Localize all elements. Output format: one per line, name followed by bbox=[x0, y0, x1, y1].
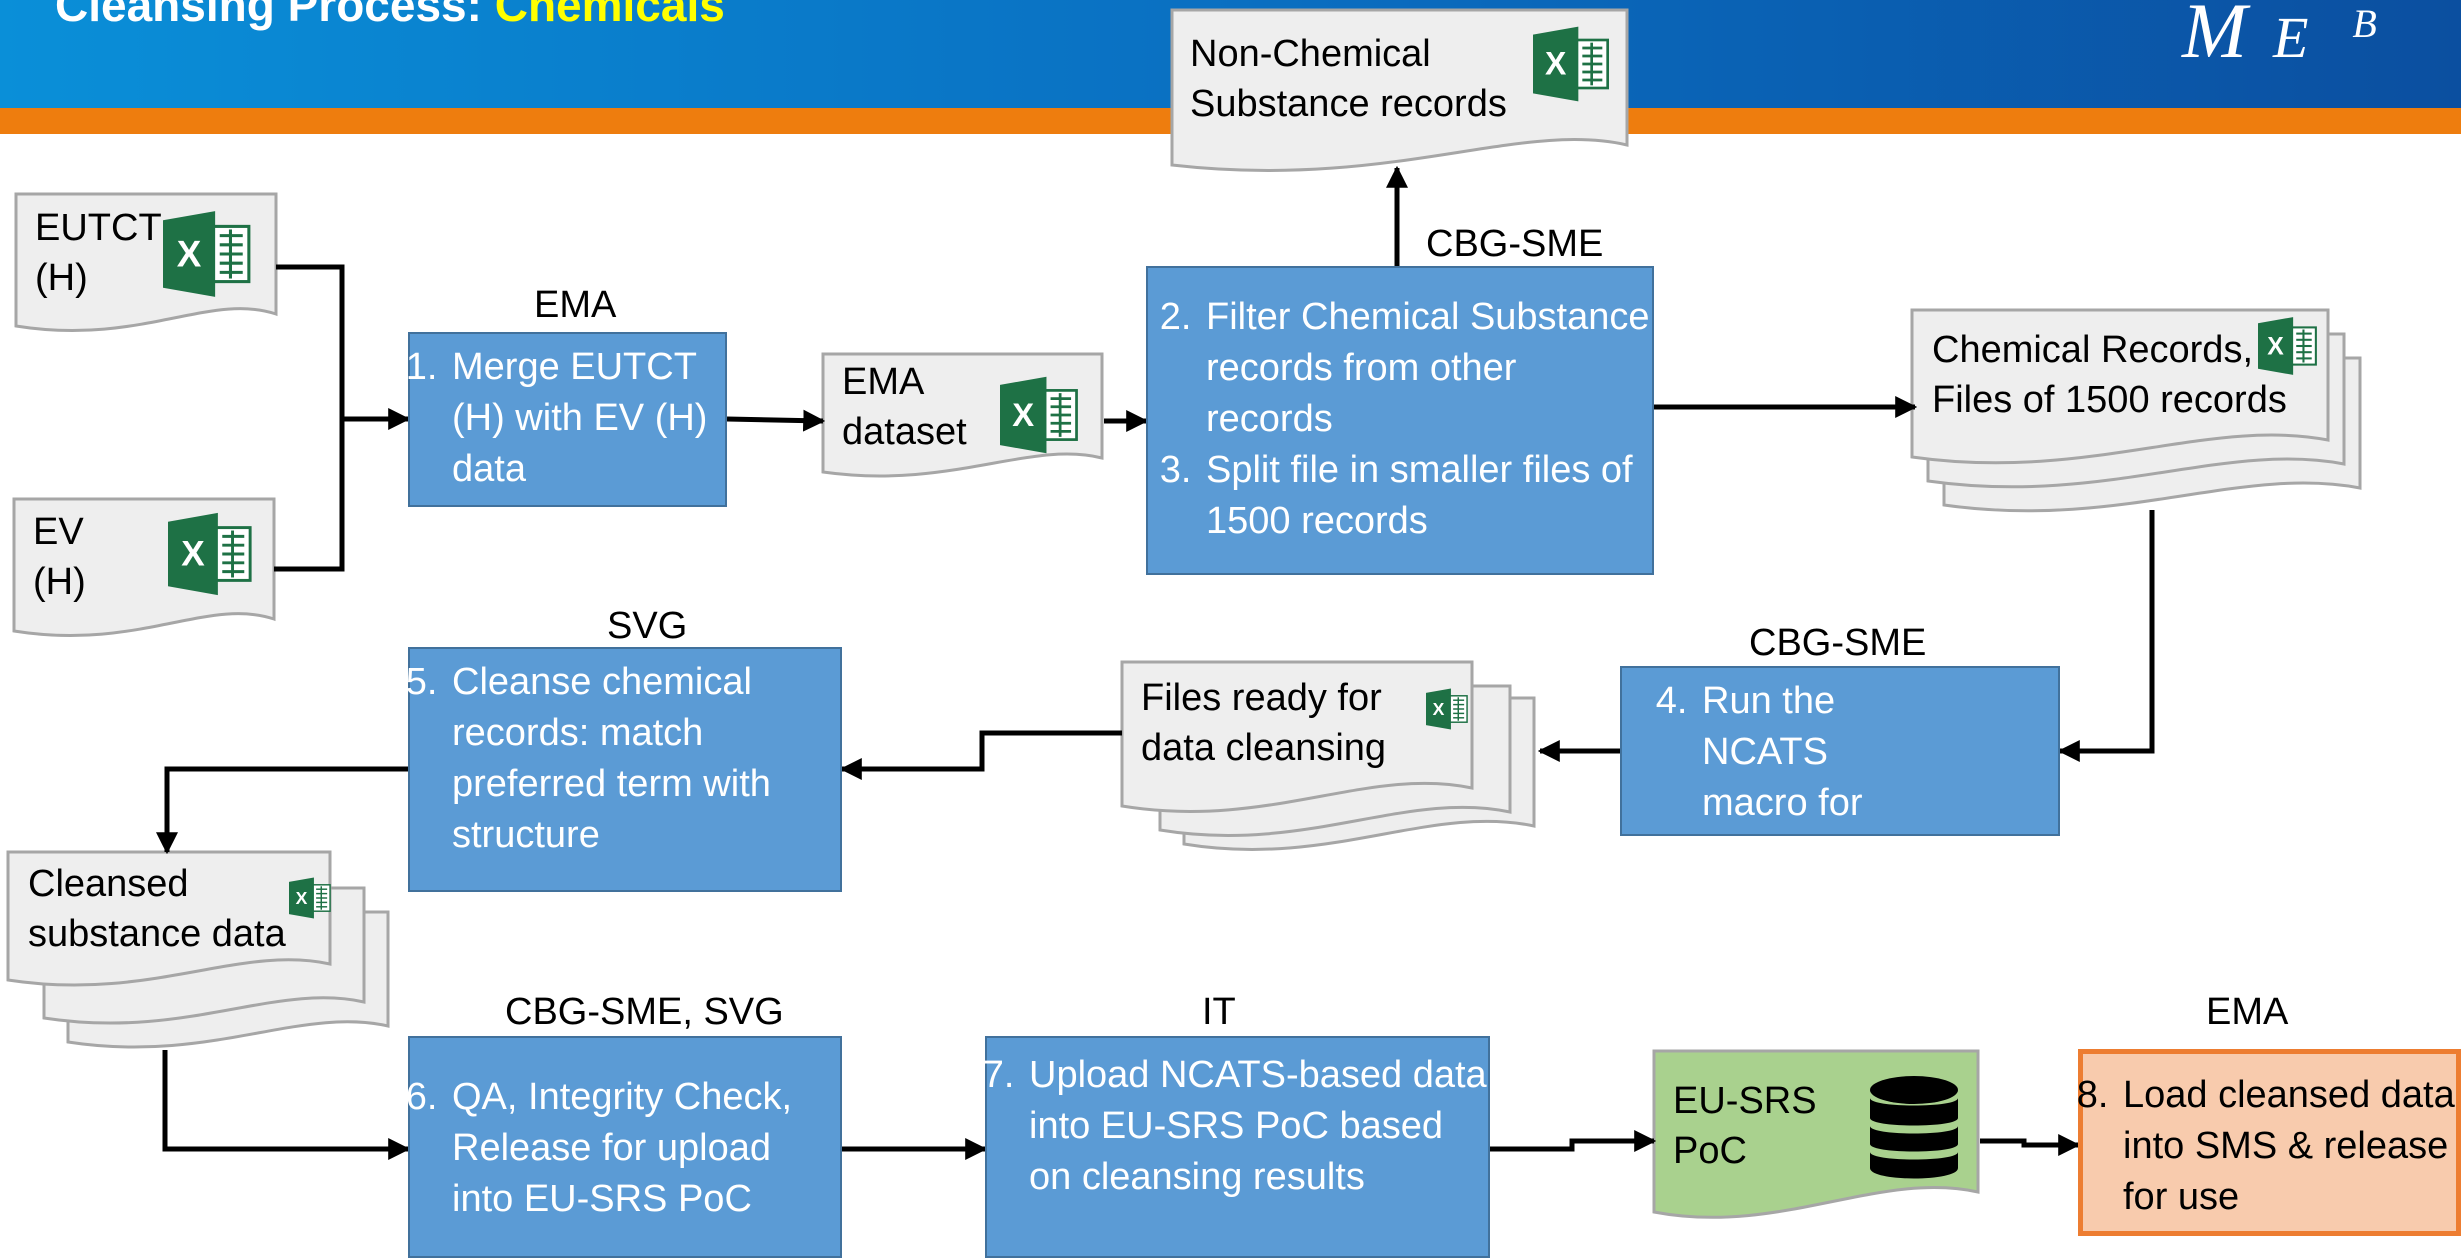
step3-text: Split file in smaller files of 1500 reco… bbox=[1202, 445, 1652, 547]
step1-box: Merge EUTCT (H) with EV (H) data bbox=[408, 332, 727, 507]
logo: M E B bbox=[2182, 0, 2377, 76]
step2-text: Filter Chemical Substance records from o… bbox=[1202, 292, 1652, 445]
slide-title-prefix: Cleansing Process: bbox=[55, 0, 495, 31]
step1-owner-label: EMA bbox=[534, 284, 617, 326]
cleansed-document-stack bbox=[6, 850, 390, 1049]
files-ready-document-stack bbox=[1120, 660, 1536, 851]
non-chemical-document-label: Non-Chemical Substance records bbox=[1190, 33, 1507, 125]
step1-text: Merge EUTCT (H) with EV (H) data bbox=[448, 342, 725, 495]
step7-text: Upload NCATS-based data into EU-SRS PoC … bbox=[1025, 1050, 1488, 1203]
step6-box: QA, Integrity Check, Release for upload … bbox=[408, 1036, 842, 1258]
step4-text: Run the NCATS macro for each file bbox=[1698, 676, 1942, 880]
excel-icon: X bbox=[168, 512, 252, 596]
non-chemical-document-shape bbox=[1170, 8, 1629, 172]
step4-box: Run the NCATS macro for each file bbox=[1620, 666, 2060, 875]
excel-icon: X bbox=[1426, 688, 1468, 730]
cleansed-to-step6-arrow bbox=[162, 1050, 411, 1161]
svg-text:X: X bbox=[1433, 699, 1445, 719]
slide-title-highlight: Chemicals bbox=[494, 0, 725, 31]
step5-box: Cleanse chemical records: match preferre… bbox=[408, 647, 842, 892]
step8-box: Load cleansed data into SMS & release fo… bbox=[2078, 1049, 2461, 1236]
excel-icon: X bbox=[163, 211, 251, 297]
step5-owner-label: SVG bbox=[607, 605, 688, 647]
step7-box: Upload NCATS-based data into EU-SRS PoC … bbox=[985, 1036, 1490, 1258]
excel-icon: X bbox=[2258, 317, 2317, 375]
step8-text: Load cleansed data into SMS & release fo… bbox=[2119, 1070, 2456, 1223]
svg-text:X: X bbox=[1545, 46, 1567, 82]
ema-dataset-document-label: EMA dataset bbox=[842, 361, 967, 453]
svg-text:X: X bbox=[177, 233, 202, 274]
database-label: EU-SRS PoC bbox=[1673, 1080, 1817, 1172]
step4-owner-label: CBG-SME bbox=[1749, 622, 1927, 664]
logo-letter-2: E bbox=[2272, 5, 2309, 70]
step1-to-dataset-arrow bbox=[726, 409, 826, 432]
logo-letter-1: M bbox=[2182, 0, 2247, 74]
excel-icon: X bbox=[1000, 376, 1078, 454]
step2-3-box: Filter Chemical Substance records from o… bbox=[1146, 266, 1654, 575]
step6-owner-label: CBG-SME, SVG bbox=[505, 991, 784, 1033]
database-to-step8-arrow bbox=[1980, 1133, 2081, 1157]
chemical-records-to-step4-arrow bbox=[2057, 510, 2155, 763]
step5-to-cleansed-arrow bbox=[155, 766, 408, 855]
cleansed-document-label: Cleansed substance data bbox=[28, 863, 286, 955]
files-ready-to-step5-arrow bbox=[839, 730, 1122, 781]
logo-letter-3: B bbox=[2352, 1, 2377, 46]
step5-text: Cleanse chemical records: match preferre… bbox=[448, 657, 840, 861]
eutct-connector bbox=[276, 264, 345, 419]
svg-text:X: X bbox=[2267, 333, 2284, 360]
step2-owner-label: CBG-SME bbox=[1426, 223, 1604, 265]
step8-owner-label: EMA bbox=[2206, 991, 2289, 1033]
chemical-records-document-label: Chemical Records, Files of 1500 records bbox=[1932, 329, 2287, 421]
excel-icon: X bbox=[289, 877, 331, 919]
eutct-document-label: EUTCT (H) bbox=[35, 207, 162, 299]
database-icon bbox=[1870, 1076, 1958, 1179]
step6-text: QA, Integrity Check, Release for upload … bbox=[448, 1072, 840, 1225]
chemical-records-document-stack bbox=[1910, 308, 2362, 513]
svg-text:X: X bbox=[296, 888, 308, 908]
excel-icon: X bbox=[1533, 26, 1609, 102]
slide-title: Cleansing Process: Chemicals bbox=[55, 0, 725, 32]
svg-text:X: X bbox=[1012, 396, 1034, 433]
svg-text:X: X bbox=[181, 535, 205, 574]
step7-to-database-arrow bbox=[1490, 1129, 1657, 1153]
ev-document-label: EV (H) bbox=[33, 511, 86, 603]
step7-owner-label: IT bbox=[1202, 991, 1236, 1033]
files-ready-document-label: Files ready for data cleansing bbox=[1141, 677, 1387, 769]
ev-connector bbox=[274, 419, 345, 572]
